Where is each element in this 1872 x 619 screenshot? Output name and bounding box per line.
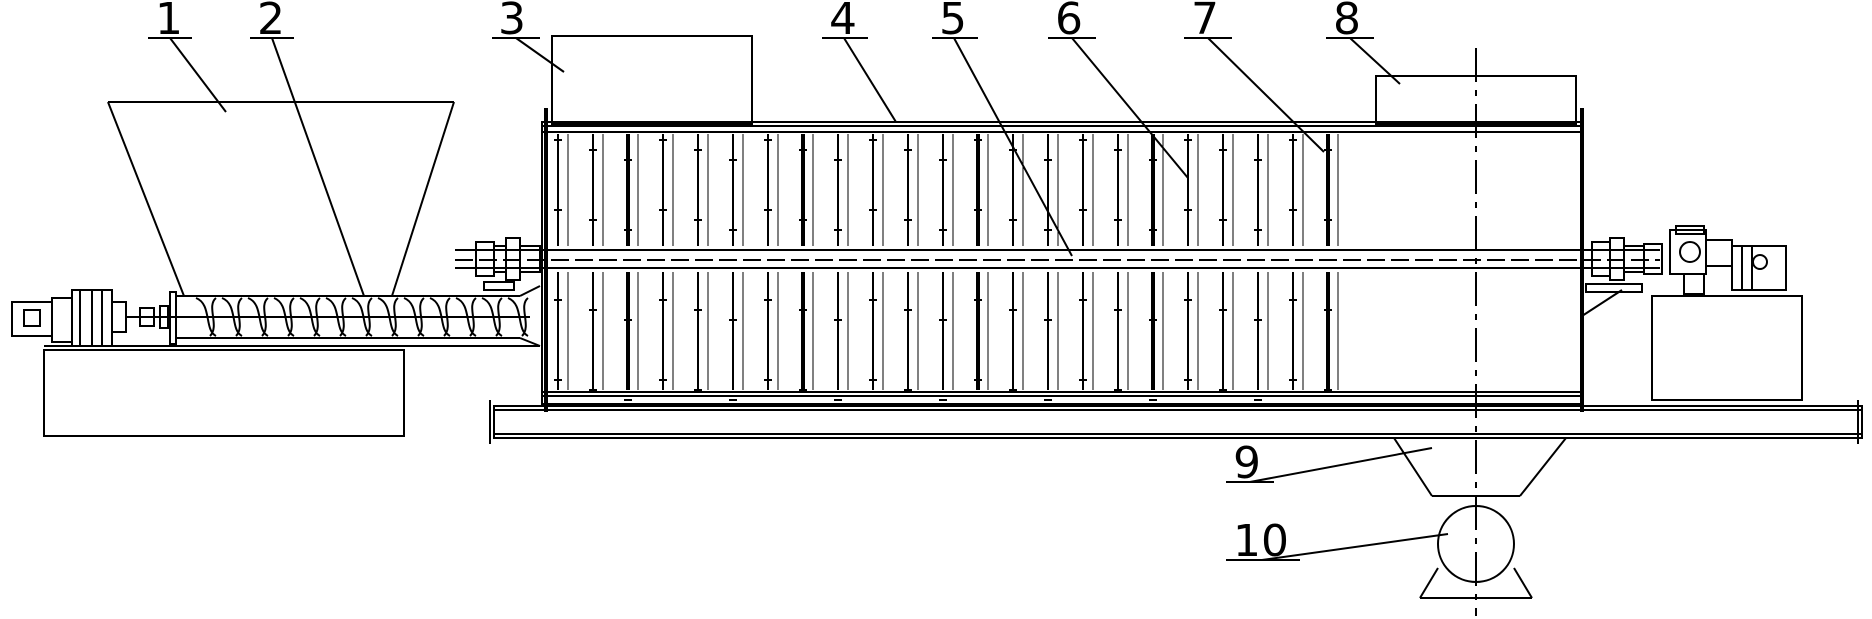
feed-hopper bbox=[107, 101, 455, 297]
left-bearing bbox=[475, 237, 541, 291]
top-box-3 bbox=[551, 35, 753, 125]
agitator-paddles bbox=[554, 134, 1339, 401]
label-2: 2 bbox=[257, 0, 285, 45]
screw-conveyor bbox=[169, 285, 541, 347]
feed-base bbox=[43, 345, 540, 437]
motor-base bbox=[1651, 295, 1803, 401]
label-1: 1 bbox=[155, 0, 183, 45]
base-rail bbox=[489, 400, 1863, 444]
label-7: 7 bbox=[1191, 0, 1219, 45]
label-8: 8 bbox=[1333, 0, 1361, 45]
feed-motor bbox=[11, 289, 180, 347]
label-5: 5 bbox=[939, 0, 967, 45]
drive-motor bbox=[1581, 225, 1787, 317]
label-4: 4 bbox=[829, 0, 857, 45]
main-drum bbox=[541, 108, 1584, 412]
leader-lines bbox=[148, 37, 1449, 561]
discharge-hopper bbox=[1393, 437, 1567, 599]
label-10: 10 bbox=[1233, 516, 1289, 567]
label-3: 3 bbox=[498, 0, 526, 45]
label-9: 9 bbox=[1233, 438, 1261, 489]
label-6: 6 bbox=[1055, 0, 1083, 45]
main-shaft bbox=[455, 249, 1660, 269]
